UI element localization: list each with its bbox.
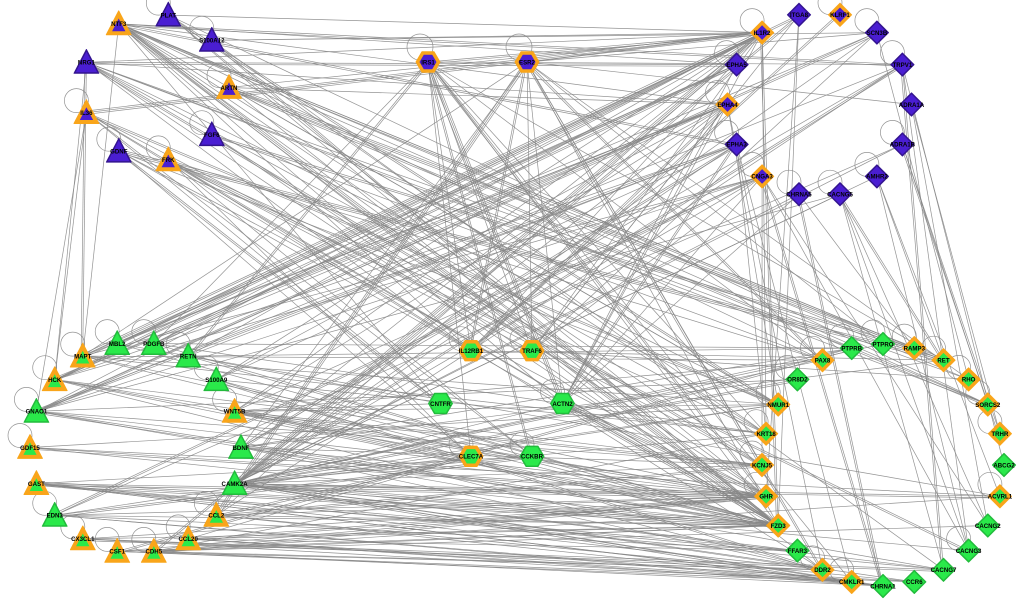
svg-text:CACNG3: CACNG3 [956,548,982,555]
svg-text:KLRF1: KLRF1 [830,12,850,19]
svg-text:CLEC7A: CLEC7A [459,454,484,461]
svg-text:GHR: GHR [759,494,773,501]
svg-text:PLAT: PLAT [161,12,177,19]
svg-text:TRHR: TRHR [991,431,1009,438]
svg-text:EDN3: EDN3 [47,513,64,520]
svg-text:S100A9: S100A9 [205,377,228,384]
svg-text:CNTFR: CNTFR [430,401,451,408]
svg-text:BDNF: BDNF [233,445,250,452]
svg-text:EPHA3: EPHA3 [726,142,747,149]
svg-text:FRK: FRK [162,157,175,164]
svg-text:IL36: IL36 [80,110,93,117]
svg-text:RHO: RHO [962,377,976,384]
svg-text:ADRA1B: ADRA1B [890,142,916,149]
svg-text:CCKBR: CCKBR [521,454,544,461]
svg-text:GAST: GAST [28,481,45,488]
svg-text:DDR2: DDR2 [814,567,831,574]
svg-text:KCNJ5: KCNJ5 [752,462,773,469]
svg-text:CSF1: CSF1 [109,549,125,556]
svg-text:SCN3B: SCN3B [867,30,888,37]
svg-text:FFAR3: FFAR3 [788,548,808,555]
svg-text:ESR2: ESR2 [519,59,536,66]
svg-text:ABCG2: ABCG2 [993,462,1015,469]
svg-text:NMUR1: NMUR1 [767,402,789,409]
svg-text:ACTN2: ACTN2 [552,401,573,408]
svg-text:ACVRL1: ACVRL1 [988,494,1013,501]
svg-text:CMKLR1: CMKLR1 [839,579,865,586]
svg-text:CACNG2: CACNG2 [975,523,1001,530]
svg-text:CNGA3: CNGA3 [751,174,773,181]
svg-text:PAX8: PAX8 [815,358,831,365]
svg-text:CCL20: CCL20 [179,536,199,543]
svg-text:CCR6: CCR6 [906,579,923,586]
svg-text:ARTN: ARTN [221,85,238,92]
svg-text:AMHR2: AMHR2 [866,174,888,181]
svg-text:CACNG7: CACNG7 [931,567,957,574]
svg-text:CAMK2A: CAMK2A [222,481,249,488]
svg-text:HCK: HCK [48,377,62,384]
svg-text:SORCS2: SORCS2 [975,402,1001,409]
svg-text:CCL2: CCL2 [208,513,225,520]
svg-text:WNT5B: WNT5B [224,409,246,416]
svg-text:GDNF: GDNF [110,149,128,156]
svg-text:FZD3: FZD3 [771,523,787,530]
svg-text:CX3CL1: CX3CL1 [71,536,95,543]
svg-text:TRAF6: TRAF6 [522,348,542,355]
svg-text:ITGA8: ITGA8 [790,12,809,19]
svg-text:PDGFB: PDGFB [143,341,165,348]
svg-text:EPHA5: EPHA5 [726,62,747,69]
svg-text:PTPRB: PTPRB [841,345,862,352]
svg-text:CHRNA1: CHRNA1 [870,583,896,590]
svg-text:ADRA1A: ADRA1A [899,102,925,109]
svg-text:CACNG5: CACNG5 [827,192,853,199]
svg-text:S100A12: S100A12 [199,38,225,45]
svg-text:RET: RET [937,358,949,365]
svg-text:CHRNA5: CHRNA5 [786,192,812,199]
svg-text:MBL2: MBL2 [109,341,126,348]
svg-text:IRS1: IRS1 [421,59,435,66]
svg-text:NRG1: NRG1 [78,60,96,67]
svg-text:GNAO1: GNAO1 [26,409,48,416]
svg-text:TRPV1: TRPV1 [893,62,913,69]
svg-text:PTPRO: PTPRO [873,341,894,348]
svg-text:NTF3: NTF3 [111,21,127,28]
svg-text:KRT18: KRT18 [756,431,776,438]
svg-text:CDH5: CDH5 [146,549,163,556]
svg-text:IL12RB1: IL12RB1 [459,348,484,355]
svg-text:IL1R2: IL1R2 [754,30,771,37]
svg-text:MAPT: MAPT [74,353,92,360]
svg-text:FGF6: FGF6 [204,132,220,139]
svg-text:GDF15: GDF15 [20,445,40,452]
svg-text:EPHA4: EPHA4 [717,102,738,109]
svg-text:RAMP3: RAMP3 [904,345,926,352]
svg-text:OR8D2: OR8D2 [787,377,808,384]
svg-text:RETN: RETN [180,353,197,360]
